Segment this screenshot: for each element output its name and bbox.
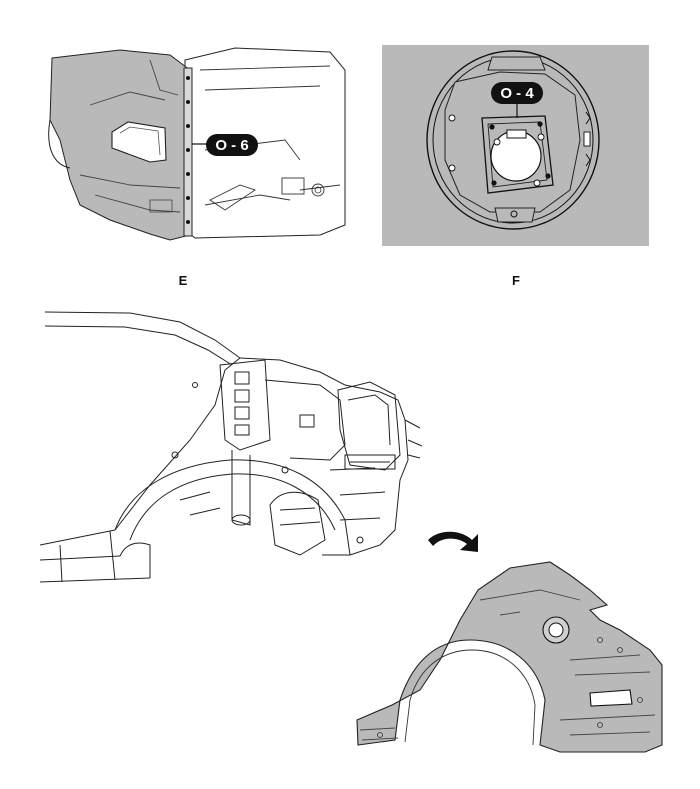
weld-points-f: [489, 121, 551, 186]
panel-f-letter: F: [512, 273, 520, 288]
direction-arrow: [428, 531, 478, 552]
callout-o4: O - 4: [491, 82, 543, 104]
panel-e-letter: E: [179, 273, 188, 288]
callout-o4-text: O - 4: [500, 85, 534, 102]
panel-e-detail: [48, 47, 346, 241]
panel-f-detail: [382, 45, 649, 246]
weld-points-e: [186, 76, 190, 224]
callout-o6-text: O - 6: [215, 137, 248, 154]
body-side-inner-structure: [39, 311, 423, 583]
callout-o6: O - 6: [206, 134, 258, 156]
quarter-panel-part: [356, 561, 663, 753]
